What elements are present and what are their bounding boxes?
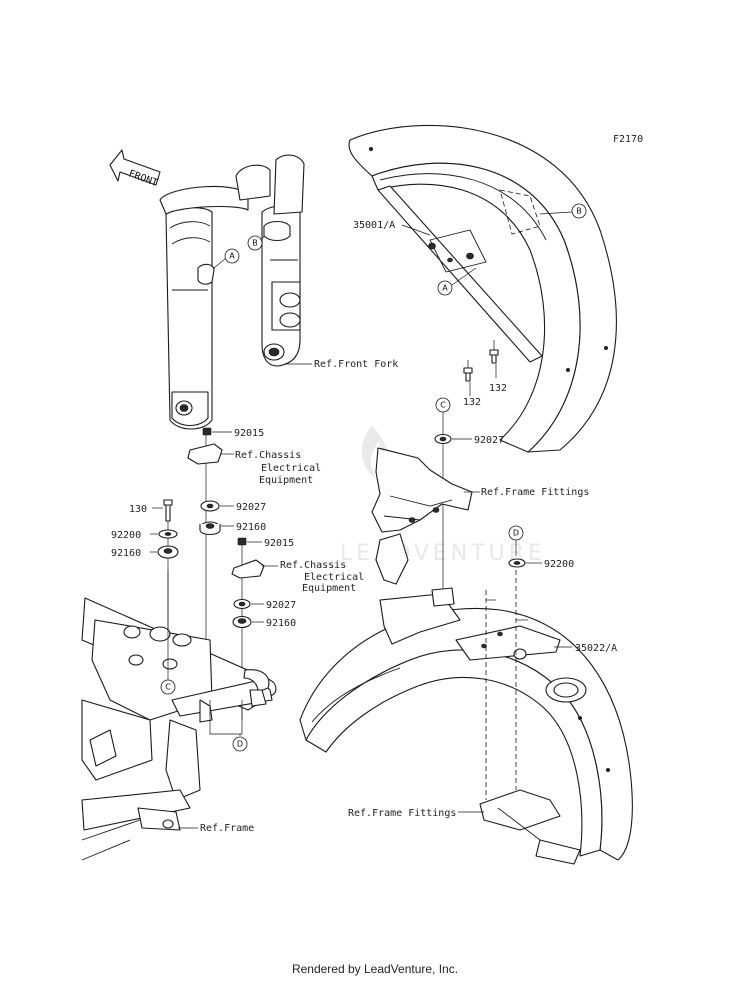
label-92160-upper: 92160: [236, 522, 266, 533]
damper-92160-left: [157, 545, 179, 559]
svg-text:A: A: [442, 284, 448, 293]
washer-92027-lower: [233, 598, 251, 610]
ref-chassis-upper-2: Electrical: [261, 463, 321, 474]
washer-92027-upper: [200, 500, 220, 512]
callout-a-fork: A: [224, 248, 240, 264]
callout-d-frame: D: [209, 700, 248, 752]
label-92200-left: 92200: [111, 530, 141, 541]
ref-chassis-lower-2: Electrical: [304, 572, 364, 583]
footer-credit: Rendered by LeadVenture, Inc.: [291, 962, 459, 976]
label-35001A: 35001/A: [353, 220, 395, 231]
svg-text:C: C: [440, 401, 446, 410]
ref-chassis-lower-1: Ref.Chassis: [280, 560, 346, 571]
bolt-132-left: [463, 367, 473, 382]
front-direction-arrow-icon: FRONT: [109, 149, 161, 189]
front-fork-drawing: [159, 154, 305, 430]
svg-text:D: D: [513, 529, 519, 538]
label-92027-upper: 92027: [236, 502, 266, 513]
bolt-130: [163, 499, 173, 522]
frame-fittings-bracket: [371, 447, 473, 585]
ref-frame-fittings-lower: Ref.Frame Fittings: [348, 808, 456, 819]
svg-text:B: B: [252, 239, 258, 248]
ref-frame-label: Ref.Frame: [200, 823, 254, 834]
label-35022A: 35022/A: [575, 643, 617, 654]
label-92015-upper: 92015: [234, 428, 264, 439]
callout-b-fork: B: [247, 235, 263, 251]
svg-text:A: A: [229, 252, 235, 261]
ref-chassis-upper-3: Equipment: [259, 475, 313, 486]
bolt-132-right: [489, 349, 499, 364]
ref-frame-fittings-upper: Ref.Frame Fittings: [481, 487, 589, 498]
watermark-logo: LEADVENTURE: [340, 425, 546, 566]
washer-92027-right: [434, 433, 452, 445]
label-92200-right: 92200: [544, 559, 574, 570]
svg-text:B: B: [576, 207, 582, 216]
label-132-left: 132: [463, 397, 481, 408]
ref-chassis-lower-3: Equipment: [302, 583, 356, 594]
label-132-right: 132: [489, 383, 507, 394]
label-92160-lower: 92160: [266, 618, 296, 629]
chassis-clip-lower: [231, 559, 265, 579]
figure-code: F2170: [613, 134, 643, 145]
front-fender-drawing: [348, 124, 617, 453]
washer-92200-left: [158, 529, 178, 539]
callout-d-fender: D: [508, 525, 524, 541]
svg-text:C: C: [165, 683, 171, 692]
label-92160-left: 92160: [111, 548, 141, 559]
callout-b-fender: B: [571, 203, 587, 219]
label-92015-lower: 92015: [264, 538, 294, 549]
watermark-text: LEADVENTURE: [340, 541, 546, 566]
chassis-clip-upper: [187, 443, 223, 465]
callout-c-frame: C: [160, 570, 176, 695]
svg-text:D: D: [237, 740, 243, 749]
callout-c-fender: C: [435, 397, 451, 413]
label-130: 130: [129, 504, 147, 515]
label-92027-lower: 92027: [266, 600, 296, 611]
frame-drawing: [81, 597, 277, 861]
nut-92015-upper: [202, 427, 212, 436]
washer-92200-right: [508, 558, 526, 568]
ref-front-fork-label: Ref.Front Fork: [314, 359, 398, 370]
label-92027-right: 92027: [474, 435, 504, 446]
damper-92160-lower: [232, 615, 252, 629]
callout-a-fender: A: [437, 280, 453, 296]
nut-92015-lower: [237, 537, 247, 546]
damper-92160-upper: [199, 521, 221, 536]
ref-chassis-upper-1: Ref.Chassis: [235, 450, 301, 461]
rear-fender-drawing: [299, 587, 633, 865]
